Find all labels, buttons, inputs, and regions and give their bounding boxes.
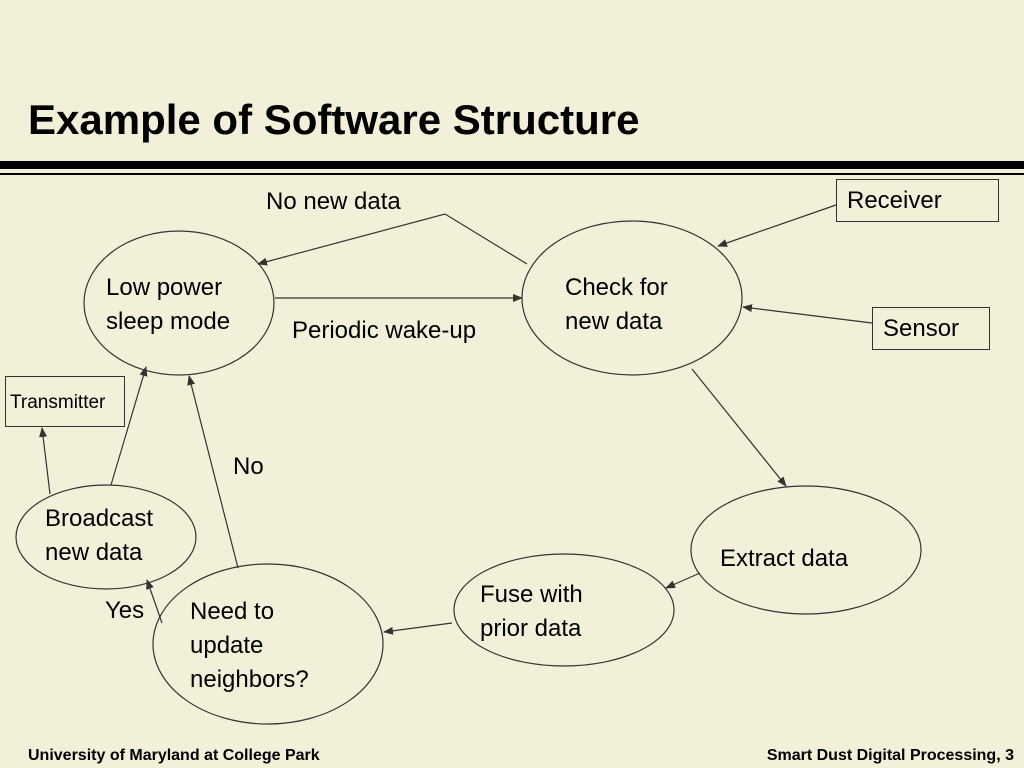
receiver-label: Receiver <box>847 187 942 214</box>
edge-no-to-low-power <box>187 375 239 569</box>
node-extract-ellipse <box>690 485 922 615</box>
edge-label-no: No <box>233 453 264 480</box>
node-broadcast-ellipse <box>15 484 197 590</box>
title-rule-thick <box>0 161 1024 169</box>
edge-sensor-to-check <box>742 304 873 324</box>
node-low-power-ellipse <box>83 230 275 376</box>
node-need-update-ellipse <box>152 563 384 725</box>
slide-title: Example of Software Structure <box>28 96 640 143</box>
title-rule-thin <box>0 173 1024 175</box>
edge-fuse-to-need-update <box>383 622 453 635</box>
transmitter-box: Transmitter <box>5 376 125 427</box>
receiver-box: Receiver <box>836 179 999 222</box>
edge-check-to-extract <box>691 368 787 487</box>
transmitter-label: Transmitter <box>10 392 106 413</box>
edge-label-periodic-wakeup: Periodic wake-up <box>292 317 477 344</box>
footer-slide-info: Smart Dust Digital Processing, 3 <box>766 747 1014 764</box>
node-extract-label: Extract data <box>720 545 849 572</box>
edge-label-yes: Yes <box>105 597 145 624</box>
node-fuse-label: Fuse with prior data <box>480 581 583 642</box>
edge-broadcast-to-low-power <box>110 366 148 486</box>
edge-label-no-new-data: No new data <box>266 188 401 215</box>
node-need-update-label: Need to update neighbors? <box>190 598 309 693</box>
sensor-label: Sensor <box>883 315 960 342</box>
footer-university: University of Maryland at College Park <box>28 747 320 764</box>
node-fuse-ellipse <box>453 553 675 667</box>
node-broadcast-label: Broadcast new data <box>45 505 154 566</box>
node-low-power-label: Low power sleep mode <box>106 274 231 335</box>
edge-yes-to-broadcast <box>146 579 163 624</box>
sensor-box: Sensor <box>872 307 990 350</box>
edge-receiver-to-check <box>717 204 837 247</box>
edge-broadcast-to-transmitter <box>39 427 51 495</box>
edge-extract-to-fuse <box>665 572 701 589</box>
node-check-label: Check for new data <box>565 274 668 335</box>
edge-no-new-data <box>257 213 528 266</box>
